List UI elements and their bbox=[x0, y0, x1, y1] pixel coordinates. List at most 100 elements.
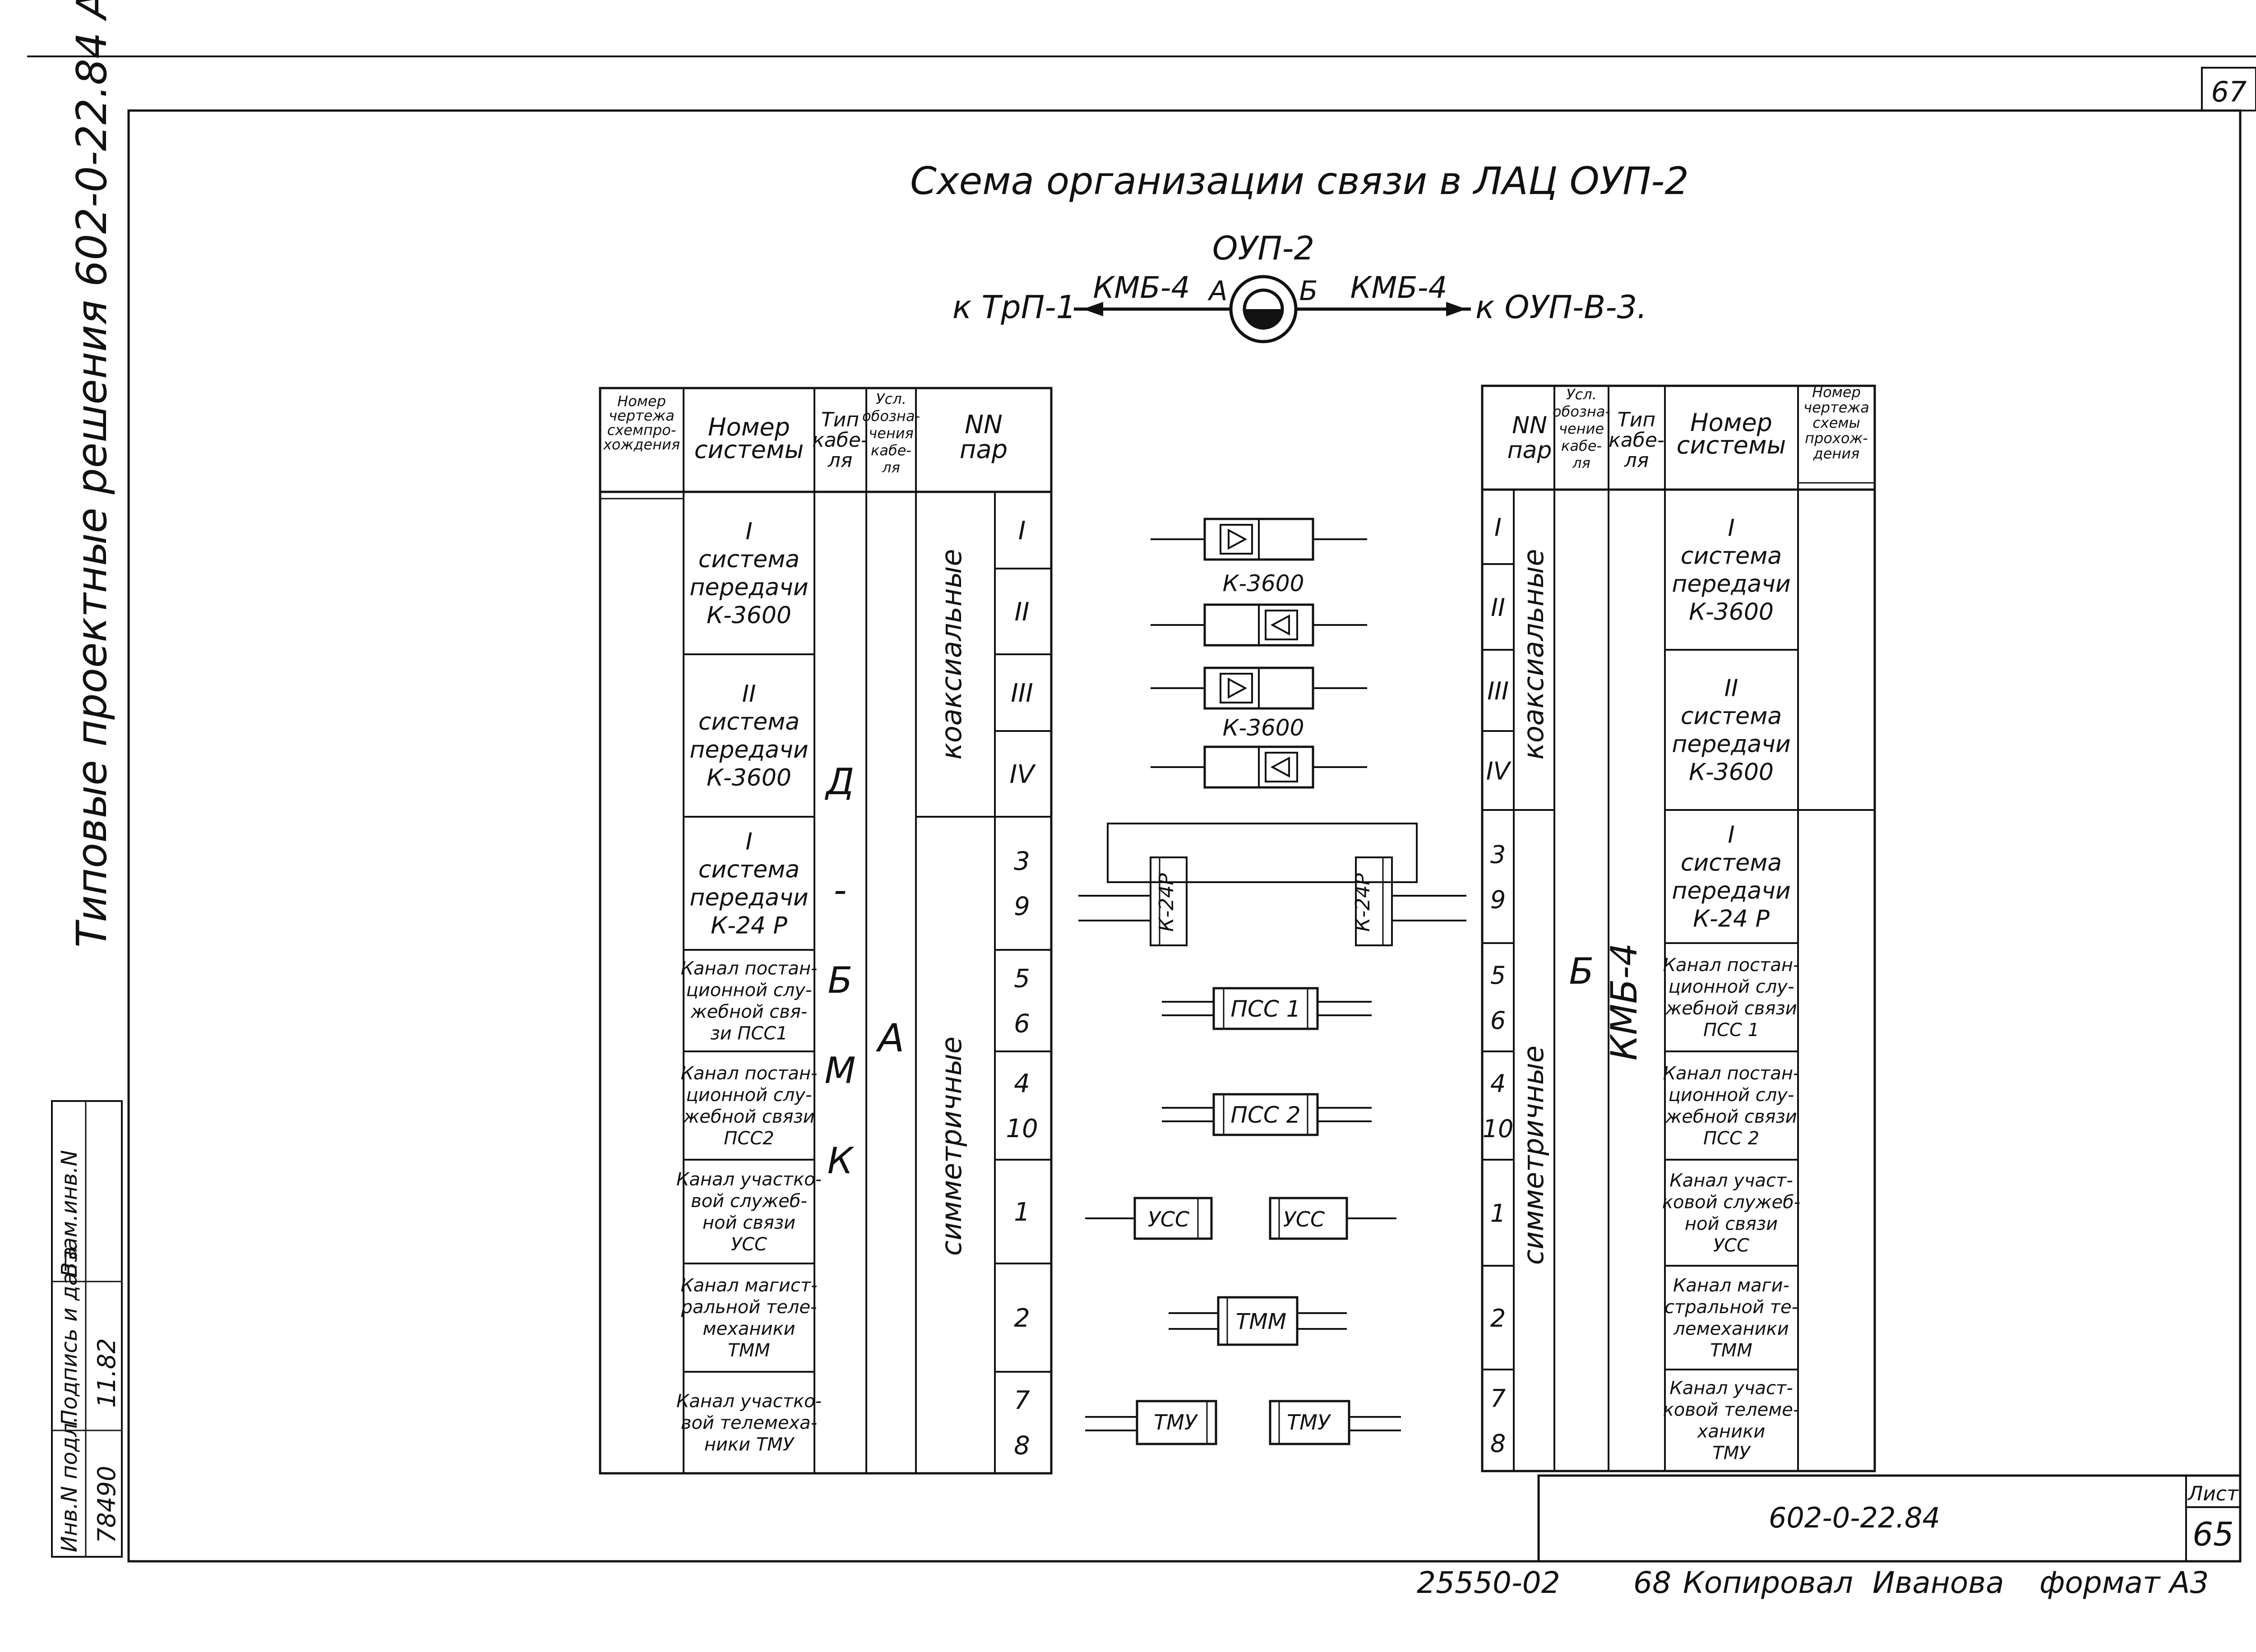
left-system-cell: Канал постан- bbox=[681, 958, 818, 979]
left-header-drawing: хождения bbox=[603, 436, 680, 453]
left-system-cell: Канал постан- bbox=[681, 1063, 818, 1084]
left-pair-cell: 10 bbox=[1006, 1114, 1038, 1143]
right-system-cell: I bbox=[1728, 822, 1734, 849]
left-cable-type-value: М bbox=[824, 1050, 855, 1092]
left-header-system: системы bbox=[694, 435, 804, 464]
left-cable-type-value: Б bbox=[828, 959, 853, 1001]
left-group-coax: коаксиальные bbox=[935, 549, 968, 760]
top-sheet-number-box bbox=[2201, 67, 2256, 111]
right-group-coax: коаксиальные bbox=[1517, 549, 1550, 760]
left-system-cell: К-3600 bbox=[707, 602, 791, 629]
k24-right-label: К-24Р bbox=[1351, 873, 1374, 932]
footer-order: 25550-02 bbox=[1417, 1565, 1560, 1600]
station-name: ОУП-2 bbox=[1212, 229, 1314, 267]
k3600-label-1: К-3600 bbox=[1223, 570, 1304, 597]
uss-left-block-label: УСС bbox=[1148, 1207, 1189, 1231]
right-system-cell: Канал маги- bbox=[1673, 1275, 1789, 1296]
diagram-title: Схема организации связи в ЛАЦ ОУП-2 bbox=[910, 159, 1689, 203]
pss2-block bbox=[1212, 1093, 1319, 1136]
right-system-cell: ханики bbox=[1697, 1421, 1766, 1442]
left-pair-cell: IV bbox=[1010, 760, 1036, 789]
k3600-label-2: К-3600 bbox=[1223, 715, 1304, 741]
arrow-left-icon bbox=[1083, 302, 1103, 316]
right-pair-cell: 1 bbox=[1490, 1199, 1506, 1228]
right-cable-mark-value: Б bbox=[1569, 950, 1594, 992]
left-system-cell: УСС bbox=[731, 1234, 767, 1255]
amplifier-triangle-icon bbox=[1270, 614, 1290, 636]
right-system-cell: УСС bbox=[1713, 1236, 1749, 1256]
right-system-cell: ковой телеме- bbox=[1663, 1400, 1800, 1421]
left-system-cell: ционной слу- bbox=[686, 1085, 812, 1106]
footer-copied: Копировал bbox=[1683, 1565, 1853, 1600]
k24-left-box bbox=[1150, 856, 1188, 946]
left-header-pairs: NN bbox=[965, 410, 1003, 440]
right-pair-cell: 2 bbox=[1490, 1304, 1506, 1333]
sheet-number: 65 bbox=[2192, 1515, 2234, 1553]
right-system-cell: Канал участ- bbox=[1669, 1378, 1793, 1399]
left-header-drawing: чертежа bbox=[609, 407, 675, 424]
footer-format: формат А3 bbox=[2039, 1565, 2209, 1600]
amplifier-triangle-icon bbox=[1270, 756, 1290, 778]
left-system-cell: Канал участко- bbox=[676, 1169, 822, 1190]
right-header-cable-mark: ля bbox=[1572, 454, 1590, 472]
station-symbol-inner bbox=[1243, 288, 1284, 330]
top-sheet-number: 67 bbox=[2211, 75, 2247, 108]
right-system-cell: передачи bbox=[1672, 878, 1790, 905]
left-system-cell: передачи bbox=[689, 736, 808, 764]
right-system-cell: система bbox=[1681, 543, 1782, 570]
left-system-cell: механики bbox=[703, 1319, 795, 1339]
left-system-cell: ТММ bbox=[728, 1340, 770, 1361]
left-system-cell: зи ПСС1 bbox=[710, 1023, 787, 1044]
left-cable-letter-d: Д bbox=[825, 761, 855, 803]
right-system-cell: стральной те- bbox=[1664, 1297, 1798, 1318]
right-pair-cell: 8 bbox=[1490, 1430, 1506, 1458]
right-header-cable-type: ля bbox=[1624, 449, 1649, 472]
k24-loop bbox=[1107, 823, 1418, 883]
left-system-cell: жебной свя- bbox=[690, 1002, 808, 1023]
tmu-left-block-label: ТМУ bbox=[1154, 1410, 1198, 1435]
right-pair-cell: III bbox=[1487, 677, 1509, 705]
side-stamp-sign-value: 11.82 bbox=[92, 1338, 121, 1408]
left-system-cell: жебной связи bbox=[683, 1106, 815, 1127]
right-header-pairs: NN bbox=[1512, 412, 1547, 439]
right-table-frame bbox=[1481, 384, 1876, 1472]
right-pair-cell: 3 bbox=[1490, 841, 1506, 869]
right-header-system: системы bbox=[1677, 431, 1786, 459]
pss1-block bbox=[1212, 987, 1319, 1030]
right-header-drawing: дения bbox=[1813, 445, 1860, 462]
left-header-cable-type: ля bbox=[828, 449, 853, 472]
left-cable-label: КМБ-4 bbox=[1093, 270, 1190, 305]
right-system-cell: ПСС 2 bbox=[1703, 1128, 1759, 1149]
right-system-cell: система bbox=[1681, 850, 1782, 877]
right-system-cell: II bbox=[1724, 675, 1738, 702]
left-header-cable-mark: Усл. bbox=[876, 390, 906, 407]
right-system-cell: ковой служеб- bbox=[1662, 1192, 1800, 1213]
station-symbol-fill bbox=[1245, 309, 1281, 327]
left-system-cell: К-3600 bbox=[707, 764, 791, 791]
left-system-cell: I bbox=[745, 828, 752, 856]
left-system-cell: передачи bbox=[689, 574, 808, 601]
left-group-sym: симметричные bbox=[935, 1037, 968, 1256]
side-stamp-sign-label: Подпись и дата bbox=[57, 1246, 82, 1426]
left-pair-cell: 1 bbox=[1014, 1198, 1030, 1227]
right-pair-cell: II bbox=[1491, 593, 1505, 622]
footer-copier-name: Иванова bbox=[1872, 1565, 2004, 1600]
right-header-pairs: пар bbox=[1507, 437, 1552, 464]
footer-page: 68 bbox=[1633, 1565, 1671, 1600]
left-cable-mark-value: А bbox=[876, 1016, 905, 1061]
right-system-cell: лемеханики bbox=[1673, 1319, 1789, 1339]
arrow-right-icon bbox=[1446, 302, 1466, 316]
left-system-cell: I bbox=[745, 518, 752, 545]
right-header-drawing: чертежа bbox=[1803, 399, 1869, 416]
tmm-label: ТММ bbox=[1236, 1309, 1286, 1334]
amplifier-inner-box bbox=[1220, 524, 1253, 555]
left-pair-cell: II bbox=[1014, 597, 1029, 627]
left-pair-cell: 4 bbox=[1014, 1069, 1030, 1098]
bottom-stamp-frame bbox=[1537, 1474, 2242, 1563]
right-system-cell: ционной слу- bbox=[1669, 1085, 1794, 1106]
left-pair-cell: 2 bbox=[1014, 1304, 1030, 1333]
left-pair-cell: 8 bbox=[1014, 1431, 1030, 1461]
side-title: Типовые проектные решения 602-0-22.84 Ал… bbox=[68, 0, 116, 948]
right-system-cell: ТМУ bbox=[1712, 1443, 1751, 1464]
